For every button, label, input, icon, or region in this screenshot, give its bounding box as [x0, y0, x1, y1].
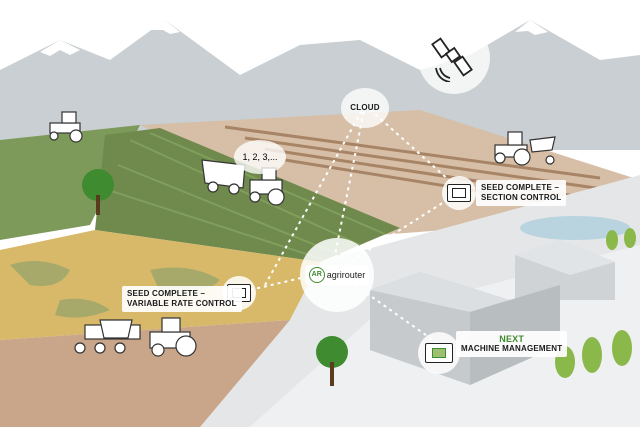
tractor-mountain — [49, 111, 83, 143]
satellite-icon — [431, 37, 473, 82]
agrirouter-mark-icon: AR — [308, 267, 325, 283]
variable-rate-line-1: SEED COMPLETE – — [127, 289, 206, 298]
tractor-seeder-right — [494, 131, 556, 166]
variable-rate-line-2: VARIABLE RATE CONTROL — [127, 299, 237, 308]
tractor-trailer — [201, 159, 285, 206]
monitor-icon — [447, 184, 471, 202]
trees-light — [555, 228, 636, 378]
machine-management-text: MACHINE MANAGEMENT — [461, 344, 563, 353]
field-brown-lower — [0, 320, 290, 427]
monitor-icon — [425, 343, 453, 363]
field-yellow-patches — [10, 261, 220, 318]
section-control-label: SEED COMPLETE – SECTION CONTROL — [476, 180, 567, 206]
trees — [82, 169, 348, 386]
counter-bubble: 1, 2, 3,... — [234, 140, 286, 174]
satellite-bubble — [418, 22, 490, 94]
section-control-terminal — [442, 176, 476, 210]
cloud-bubble: CLOUD — [341, 88, 389, 128]
counter-label: 1, 2, 3,... — [242, 152, 278, 162]
agrirouter-label: agrirouter — [326, 270, 366, 280]
tractor-seeder-lower — [74, 317, 197, 357]
lake — [520, 216, 630, 240]
section-control-line-2: SECTION CONTROL — [481, 193, 562, 202]
field-stripes — [107, 132, 386, 261]
next-logo: NEXT — [499, 334, 525, 344]
agrirouter-logo: AR agrirouter — [304, 265, 370, 285]
cloud-label: CLOUD — [350, 103, 380, 112]
machine-management-monitor — [418, 332, 460, 374]
variable-rate-label: SEED COMPLETE – VARIABLE RATE CONTROL — [122, 286, 242, 312]
machine-management-label: NEXT MACHINE MANAGEMENT — [456, 331, 568, 357]
section-control-line-1: SEED COMPLETE – — [481, 183, 560, 192]
snow-caps — [40, 20, 548, 56]
agrirouter-hub: AR agrirouter — [300, 238, 374, 312]
